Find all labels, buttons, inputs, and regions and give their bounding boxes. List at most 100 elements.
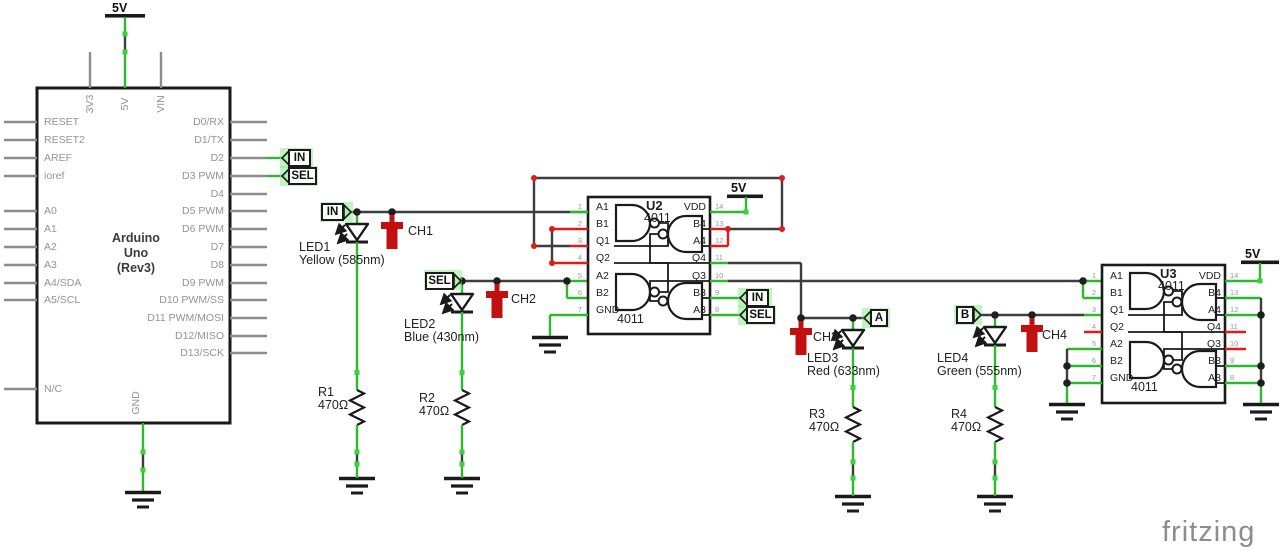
u2-pin-number-3: 3 [577, 236, 582, 245]
net-flag-sel-u2[interactable]: SEL [746, 306, 775, 324]
net-flag-in-u2[interactable]: IN [746, 289, 769, 307]
probe-ch3-symbol[interactable] [790, 314, 812, 356]
u3-bottom-part: 4011 [1131, 380, 1158, 394]
u2-in-sel-stubs[interactable] [710, 296, 740, 317]
arduino-pin-label-left-A5/SCL: A5/SCL [44, 294, 81, 306]
u3-pin-label-Q4: Q4 [1206, 320, 1221, 333]
led4-symbol[interactable] [972, 315, 1008, 407]
u2-pin-number-10: 10 [715, 271, 724, 280]
arduino-symbol[interactable] [4, 52, 282, 425]
probe-ch1-symbol[interactable] [381, 208, 403, 250]
u3-red-stubs[interactable] [1084, 330, 1246, 351]
u2-pin-label-VDD: VDD [683, 200, 706, 213]
arduino-gnd-wire[interactable] [140, 423, 146, 492]
u2-5v-label: 5V [731, 181, 747, 195]
u3-pin-number-13: 13 [1230, 288, 1239, 297]
led3-symbol[interactable] [830, 318, 866, 407]
arduino-pin-gnd: GND [130, 391, 142, 415]
arduino-pin-label-left-A1: A1 [44, 223, 57, 235]
arduino-title-line1: Arduino [112, 231, 160, 245]
net-flag-sel-led[interactable]: SEL [425, 272, 454, 290]
led2-desc: Blue (430nm) [404, 330, 480, 344]
u3-ref: U3 [1160, 266, 1177, 281]
u2-pin-number-7: 7 [577, 305, 582, 314]
arduino-title-line2: Uno [123, 246, 149, 260]
u3-pin-label-A3: A3 [1208, 371, 1221, 384]
arduino-pin-label-right-D13/SCK: D13/SCK [180, 347, 224, 359]
arduino-pin-label-right-D12/MISO: D12/MISO [174, 330, 224, 342]
resistor-r2-symbol[interactable] [452, 389, 472, 478]
u3-5v[interactable] [1225, 260, 1279, 284]
u2-ic-symbol[interactable] [586, 195, 712, 336]
u3-pin-number-11: 11 [1230, 322, 1238, 331]
r3-ref: R3 [809, 407, 825, 421]
arduino-pin-5v: 5V [119, 97, 131, 111]
led2-ref: LED2 [404, 317, 436, 331]
u2-pin-number-6: 6 [577, 288, 582, 297]
net-flag-b[interactable]: B [956, 306, 974, 324]
u2-pin-label-A4: A4 [693, 234, 706, 247]
probe-ch3-label: CH3 [813, 330, 839, 344]
arduino-pin-label-left-ioref: ioref [44, 170, 65, 182]
u3-pin-label-A4: A4 [1208, 303, 1221, 316]
net-flag-tip-b [973, 306, 983, 324]
u2-pin-label-Q1: Q1 [596, 234, 611, 247]
u3-pin-number-14: 14 [1230, 271, 1239, 280]
u2-pin-number-5: 5 [577, 271, 582, 280]
net-flag-in-arduino[interactable]: IN [288, 149, 311, 167]
led4-desc: Green (555nm) [937, 364, 1022, 378]
resistor-r1-symbol[interactable] [347, 389, 367, 478]
u2-pin-label-A3: A3 [693, 303, 706, 316]
net-flag-sel-arduino[interactable]: SEL [288, 167, 317, 185]
r1-value: 470Ω [318, 398, 349, 412]
u2-ref: U2 [646, 198, 663, 213]
arduino-pin-label-right-D4: D4 [210, 188, 224, 200]
led1-symbol[interactable] [334, 212, 370, 390]
u2-pin-number-14: 14 [715, 202, 724, 211]
probe-ch1-label: CH1 [408, 224, 434, 238]
scope-probes[interactable] [381, 208, 1043, 356]
resistor-r4-symbol[interactable] [985, 406, 1005, 496]
u2-pin-label-Q2: Q2 [596, 251, 611, 264]
power-5v-top-label: 5V [112, 1, 128, 15]
u2-red-wires[interactable] [531, 175, 785, 266]
u2-pin-number-9: 9 [715, 288, 720, 297]
net-a-wire[interactable] [710, 261, 864, 320]
arduino-title-line3: (Rev3) [116, 261, 156, 275]
u2-pin-number-13: 13 [715, 219, 724, 228]
led3-ref: LED3 [807, 351, 839, 365]
r4-value: 470Ω [951, 420, 982, 434]
u3-part: 4011 [1158, 279, 1185, 293]
u2-5v[interactable] [710, 194, 763, 215]
u2-pin-number-4: 4 [577, 253, 582, 262]
led3-desc: Red (633nm) [807, 364, 880, 378]
probe-ch2-symbol[interactable] [486, 277, 508, 319]
r2-ref: R2 [419, 391, 435, 405]
u2-gnd-wire[interactable] [548, 313, 588, 336]
arduino-pin-label-left-AREF: AREF [44, 152, 73, 164]
u3-pin-number-1: 1 [1091, 271, 1096, 280]
net-flag-a[interactable]: A [870, 309, 888, 327]
u3-pin-label-B1: B1 [1110, 286, 1123, 299]
u3-pin-number-8: 8 [1230, 373, 1235, 382]
u2-pin-label-B4: B4 [693, 217, 706, 230]
power-5v-top[interactable] [105, 14, 145, 88]
arduino-pin-label-left-A3: A3 [44, 259, 57, 271]
resistor-r3-symbol[interactable] [843, 406, 863, 496]
u2-bottom-part: 4011 [617, 312, 644, 326]
arduino-pin-label-right-D1/TX: D1/TX [194, 134, 224, 146]
u3-pin-label-A2: A2 [1110, 337, 1123, 350]
arduino-pin-label-left-RESET: RESET [44, 116, 80, 128]
u2-pin-label-GND: GND [596, 303, 620, 316]
arduino-pin-label-right-D8: D8 [210, 259, 224, 271]
probe-ch4-symbol[interactable] [1021, 311, 1043, 353]
u2-pin-label-B3: B3 [693, 286, 706, 299]
u3-ic-symbol[interactable] [1100, 263, 1227, 405]
u3-pin-label-B3: B3 [1208, 354, 1221, 367]
u2-pin-label-Q4: Q4 [691, 251, 706, 264]
arduino-pin-label-right-D0/RX: D0/RX [193, 116, 224, 128]
u2-pin-label-B1: B1 [596, 217, 609, 230]
arduino-pin-label-right-D9 PWM: D9 PWM [182, 277, 224, 289]
net-flag-in-led[interactable]: IN [321, 203, 344, 221]
u3-5v-label: 5V [1245, 247, 1261, 261]
